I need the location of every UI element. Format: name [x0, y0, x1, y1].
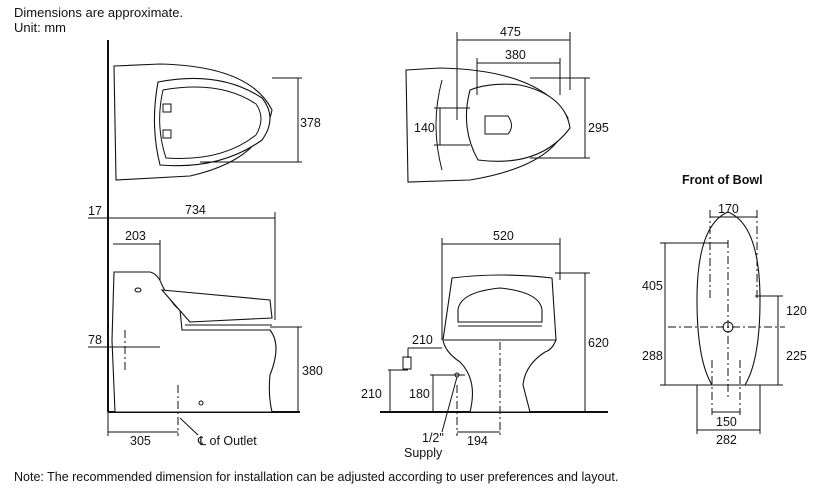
- dim-78: 78: [88, 333, 102, 347]
- header-line-2: Unit: mm: [14, 20, 66, 35]
- dim-120: 120: [786, 304, 807, 318]
- front-of-bowl-title: Front of Bowl: [682, 173, 763, 187]
- dim-140: 140: [414, 121, 435, 135]
- dim-405: 405: [642, 279, 663, 293]
- dim-180: 180: [409, 387, 430, 401]
- dim-210-upper: 210: [412, 333, 433, 347]
- dim-225: 225: [786, 349, 807, 363]
- dim-170: 170: [718, 202, 739, 216]
- plan-view-right: [405, 32, 590, 183]
- dim-620: 620: [588, 336, 609, 350]
- dim-194: 194: [467, 434, 488, 448]
- installation-note: Note: The recommended dimension for inst…: [14, 470, 619, 484]
- dim-210-lower: 210: [361, 387, 382, 401]
- dim-295: 295: [588, 121, 609, 135]
- dim-150: 150: [716, 415, 737, 429]
- dim-305: 305: [130, 434, 151, 448]
- dim-288: 288: [642, 349, 663, 363]
- side-view: [88, 212, 302, 436]
- front-of-bowl-view: [660, 210, 785, 434]
- dim-282: 282: [716, 433, 737, 447]
- header-line-1: Dimensions are approximate.: [14, 5, 184, 20]
- dim-17: 17: [88, 204, 102, 218]
- dim-378: 378: [300, 116, 321, 130]
- outlet-label: ℄ of Outlet: [197, 434, 257, 448]
- dim-380-side: 380: [302, 364, 323, 378]
- dim-380-top: 380: [505, 48, 526, 62]
- dim-734: 734: [185, 203, 206, 217]
- dim-520: 520: [493, 229, 514, 243]
- supply-label: Supply: [404, 446, 443, 460]
- front-view: [388, 238, 590, 436]
- supply-size-label: 1/2": [422, 431, 444, 445]
- dim-475: 475: [500, 25, 521, 39]
- dim-203: 203: [125, 229, 146, 243]
- plan-view-left: [113, 63, 302, 181]
